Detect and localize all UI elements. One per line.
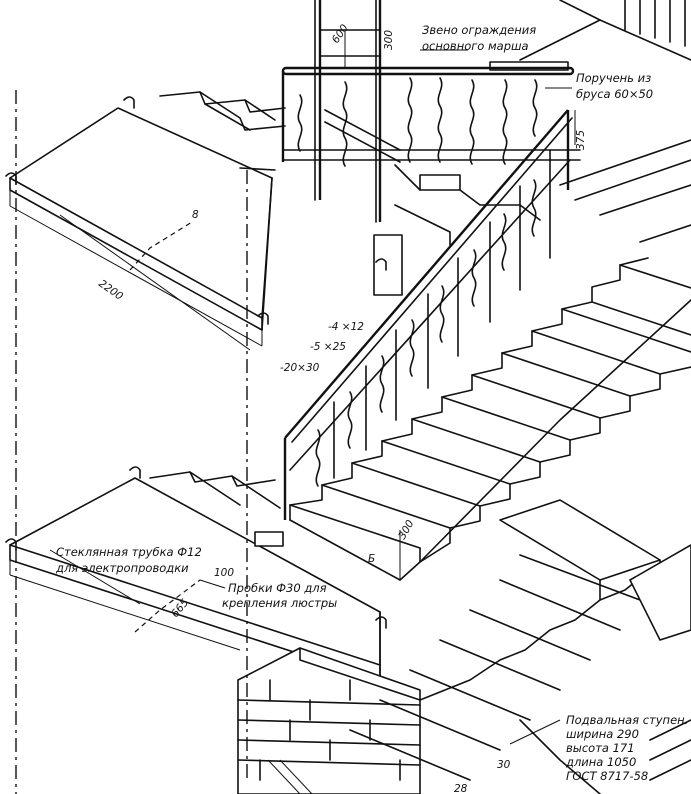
upper-right-slab bbox=[519, 0, 691, 61]
dim-28: 28 bbox=[454, 783, 468, 794]
label-railing-link-2: основного марша bbox=[422, 39, 529, 53]
label-basement-step-width: ширина 290 bbox=[566, 727, 639, 741]
label-glass-tube-2: для электропроводки bbox=[55, 561, 189, 575]
label-plugs-2: крепления люстры bbox=[222, 596, 337, 610]
upper-landing-railing bbox=[281, 0, 581, 223]
label-basement-step-length: длина 1050 bbox=[565, 755, 636, 769]
dim-20x30: -20×30 bbox=[280, 362, 320, 374]
upper-landing-slab bbox=[5, 96, 273, 347]
dim-8: 8 bbox=[192, 209, 199, 221]
dim-5x25: -5 ×25 bbox=[310, 341, 346, 353]
label-railing-link-1: Звено ограждения bbox=[422, 23, 536, 37]
dim-b: Б bbox=[368, 553, 375, 565]
label-basement-step-height: высота 171 bbox=[566, 741, 635, 755]
main-flight bbox=[289, 139, 691, 581]
lower-back-steps bbox=[149, 471, 284, 547]
axis-lines bbox=[15, 90, 248, 794]
dim-100: 100 bbox=[214, 567, 234, 579]
leaders bbox=[49, 32, 576, 745]
dim-300-step: 300 bbox=[396, 518, 417, 542]
label-basement-step-standard: ГОСТ 8717-58 bbox=[566, 769, 648, 783]
dim-4x12: -4 ×12 bbox=[328, 321, 364, 333]
ground-hatch bbox=[267, 719, 691, 794]
dim-375: 375 bbox=[575, 130, 587, 150]
dim-600: 600 bbox=[330, 22, 352, 46]
dim-30: 30 bbox=[497, 759, 511, 771]
upper-back-steps bbox=[159, 91, 286, 171]
dim-300-top: 300 bbox=[383, 30, 395, 50]
brick-wall bbox=[237, 647, 421, 794]
basement-flight bbox=[349, 499, 691, 794]
label-plugs-1: Пробки Ф30 для bbox=[228, 581, 327, 595]
label-glass-tube-1: Стеклянная трубка Ф12 bbox=[56, 545, 202, 559]
upper-mid-steps bbox=[373, 164, 541, 296]
lower-landing-slab bbox=[5, 466, 387, 681]
label-basement-step-title: Подвальная ступен. bbox=[566, 713, 688, 727]
main-flight-railing bbox=[283, 109, 573, 520]
label-handrail-1: Поручень из bbox=[576, 71, 651, 85]
dim-2200: 2200 bbox=[96, 278, 125, 303]
label-handrail-2: бруса 60×50 bbox=[576, 87, 653, 101]
